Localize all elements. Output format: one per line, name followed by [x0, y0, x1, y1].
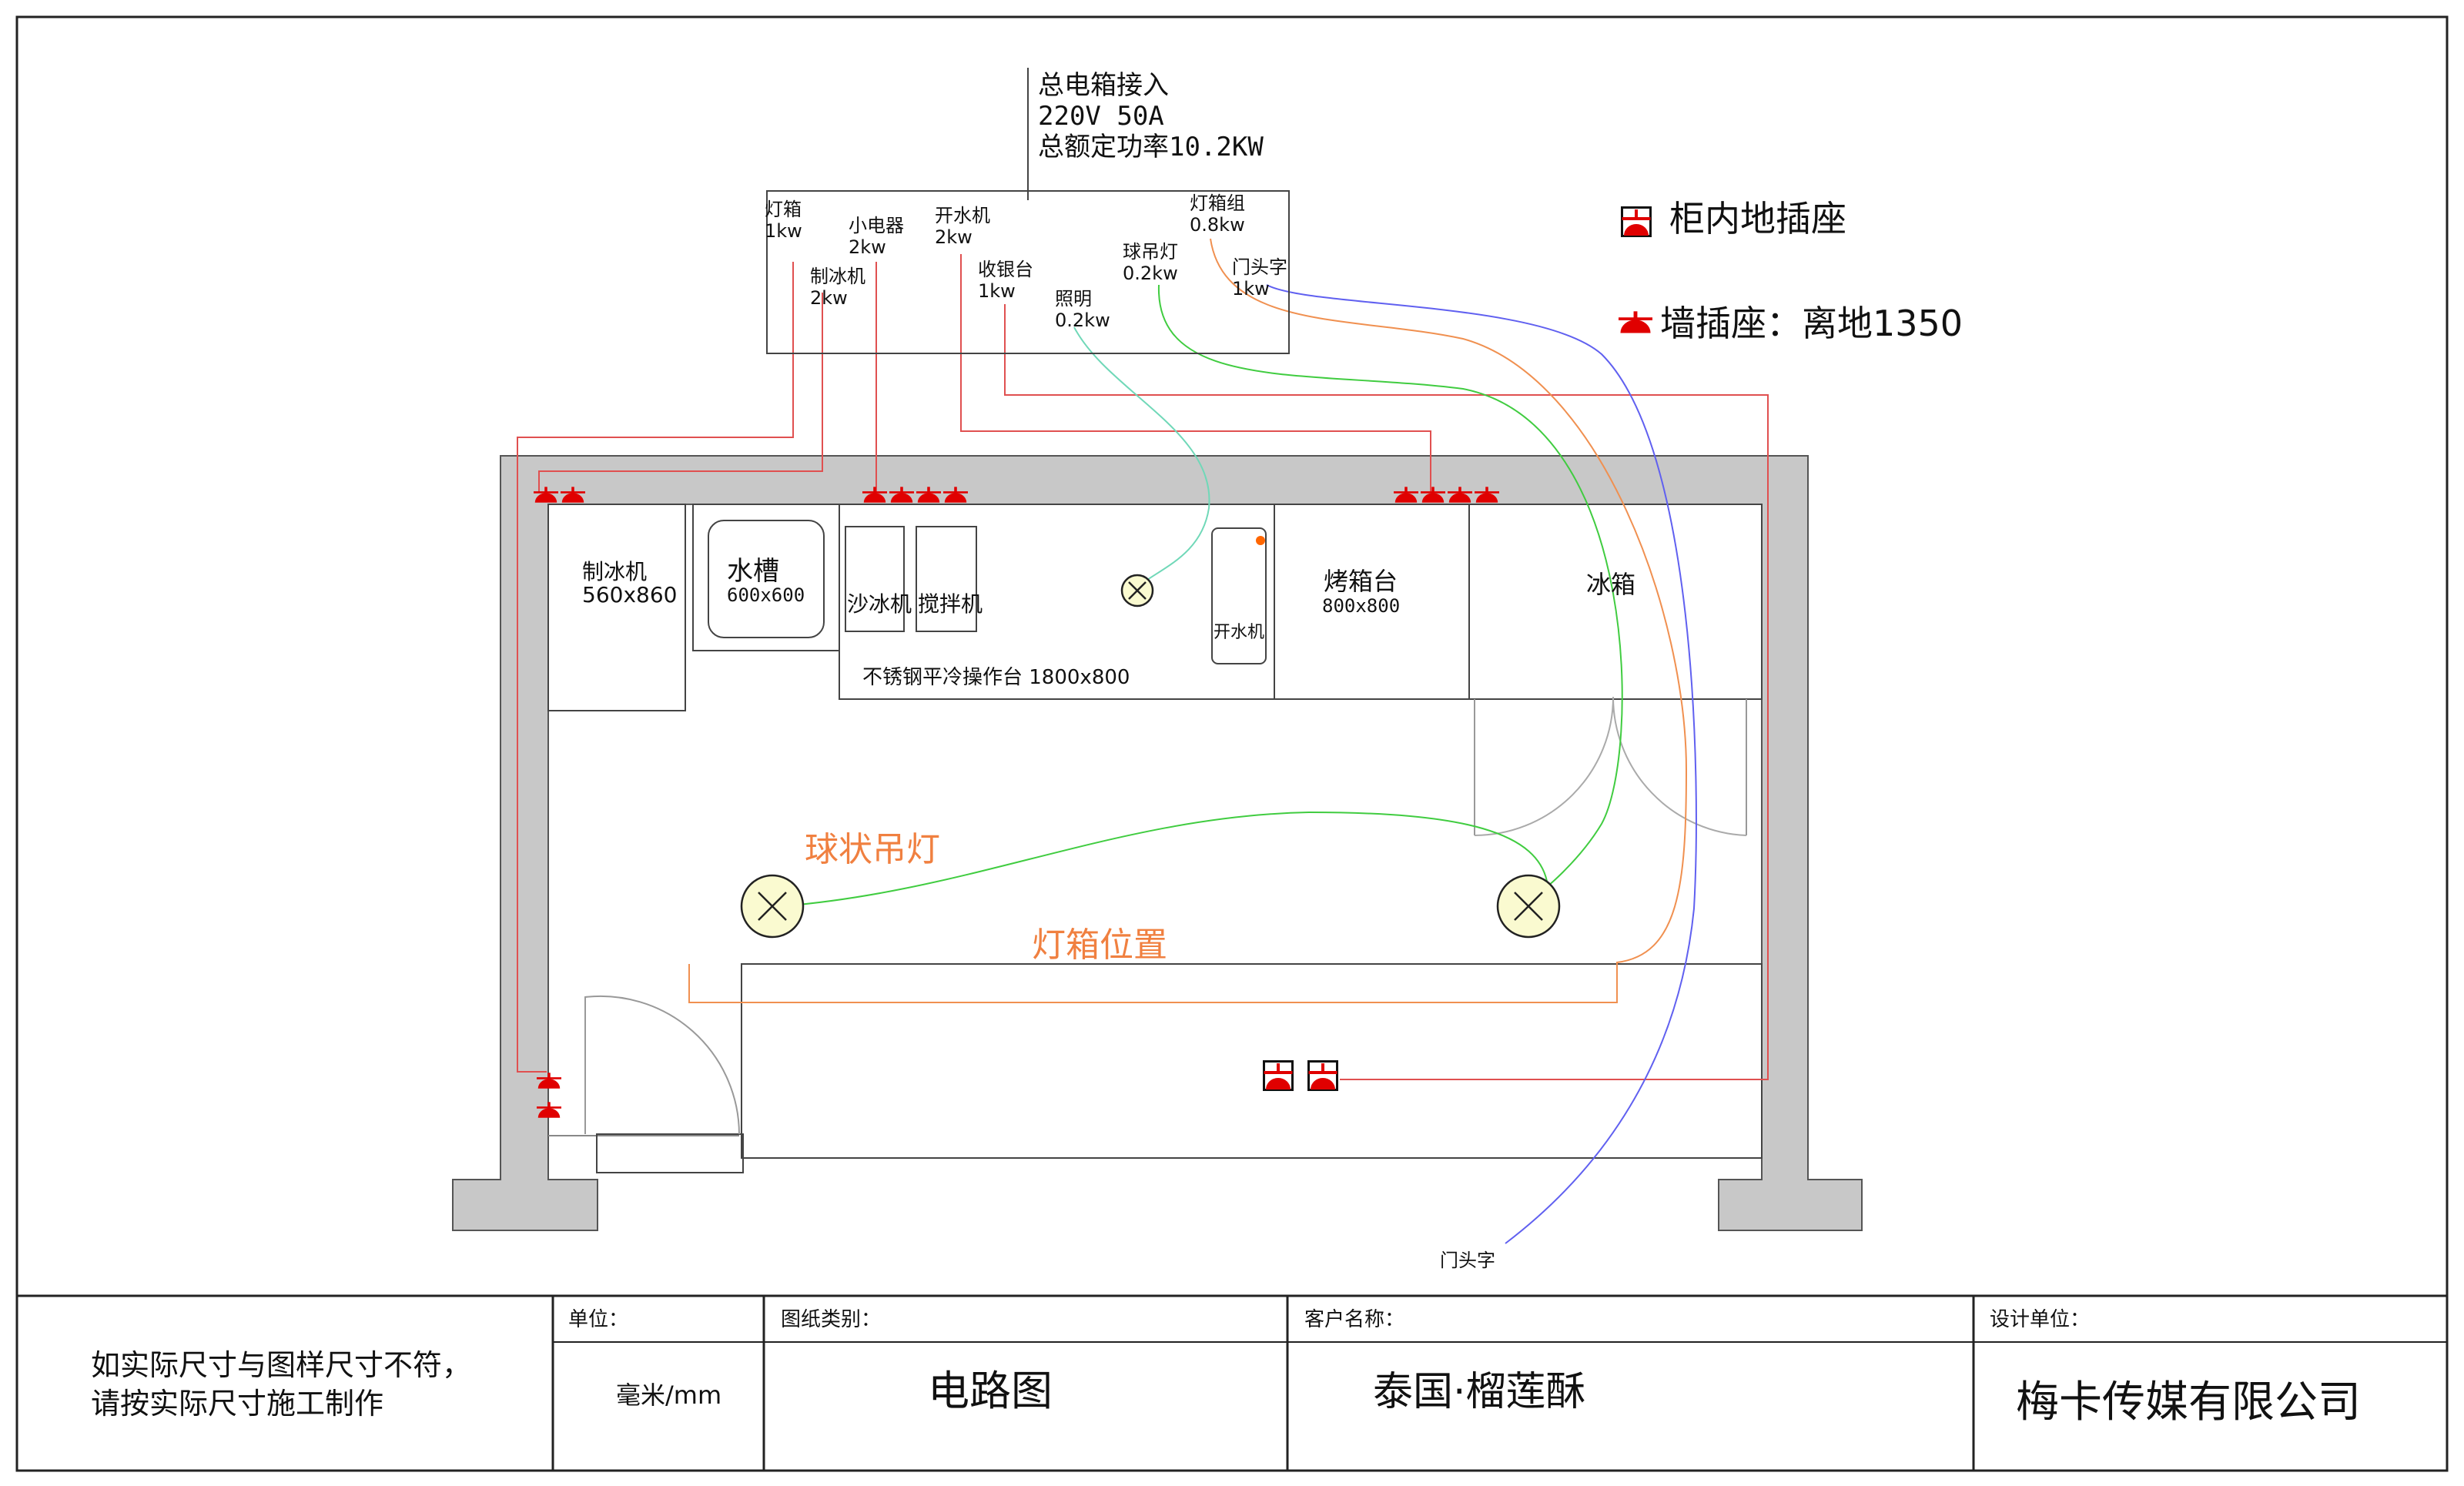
wire-door-sign: [1266, 284, 1697, 1244]
circuit-power: 0.2kw: [1055, 310, 1110, 331]
lightbox-counter: [741, 963, 1763, 1159]
wire-lightbox: [517, 262, 794, 1073]
main-box-voltage: 220V 50A: [1038, 101, 1164, 132]
ice-machine-outline: [547, 504, 686, 711]
note-line-2: 请按实际尺寸施工制作: [91, 1387, 383, 1421]
legend-wall-socket: 墙插座：离地1350: [1660, 303, 1963, 344]
circuit-name: 开水机: [935, 205, 990, 226]
circuit-name: 门头字: [1232, 256, 1287, 278]
floor-socket-icon: [1263, 1060, 1294, 1091]
ice-machine-size: 560x860: [582, 582, 677, 607]
client-label: 客户名称：: [1304, 1308, 1404, 1331]
circuit-labels: 灯箱 1kw 制冰机 2kw 小电器 2kw 开水机 2kw 收银台 1kw 照…: [765, 192, 1287, 331]
water-boiler-label: 开水机: [1214, 623, 1264, 642]
smoothie-outline: [845, 526, 905, 632]
equipment-outlines: [547, 504, 1763, 1173]
boiler-indicator-dot: [1256, 536, 1265, 545]
unit-label: 单位：: [568, 1308, 628, 1331]
legend-floor-socket: 柜内地插座: [1669, 198, 1846, 239]
circuit-name: 球吊灯: [1123, 241, 1178, 263]
wire-cashier: [1004, 304, 1769, 1080]
client-value: 泰国·榴莲酥: [1373, 1369, 1586, 1415]
designer-value: 梅卡传媒有限公司: [2016, 1377, 2361, 1427]
blender-outline: [916, 526, 977, 632]
drawing-type-value: 电路图: [928, 1367, 1053, 1415]
circuit-name: 收银台: [978, 259, 1033, 280]
designer-label: 设计单位：: [1990, 1308, 2090, 1331]
door-sign-annotation: 门头字: [1440, 1250, 1495, 1271]
circuit-name: 制冰机: [810, 266, 865, 287]
counter-label: 不锈钢平冷操作台 1800x800: [862, 666, 1130, 689]
wall-socket-legend-icon: [1619, 311, 1652, 334]
pendant-lamp-annotation: 球状吊灯: [805, 830, 940, 869]
main-box-title: 总电箱接入: [1038, 70, 1169, 101]
floor-socket-legend-icon: [1621, 206, 1652, 237]
unit-value: 毫米/mm: [616, 1381, 721, 1410]
circuit-power: 1kw: [765, 220, 802, 242]
circuit-power: 2kw: [849, 236, 886, 258]
circuit-power: 2kw: [935, 226, 973, 248]
ice-machine-name: 制冰机: [582, 559, 647, 584]
circuit-power: 0.8kw: [1190, 214, 1245, 236]
circuit-name: 小电器: [849, 215, 904, 236]
fridge-outline: [1468, 504, 1763, 700]
fridge-label: 冰箱: [1586, 570, 1635, 599]
title-block: 如实际尺寸与图样尺寸不符， 请按实际尺寸施工制作 单位： 毫米/mm 图纸类别：…: [17, 1294, 2447, 1471]
sink-name: 水槽: [727, 556, 779, 587]
circuit-power: 1kw: [1232, 278, 1270, 300]
circuit-power: 1kw: [978, 280, 1016, 302]
lightbox-position-annotation: 灯箱位置: [1032, 925, 1167, 965]
wire-lighting: [1073, 326, 1210, 590]
door-leaf: [596, 1133, 744, 1173]
main-box-total-power: 总额定功率10.2KW: [1038, 132, 1264, 162]
circuit-name: 灯箱组: [1190, 192, 1245, 214]
floor-socket-icon: [1307, 1060, 1338, 1091]
equipment-labels: 制冰机 560x860 水槽 600x600 沙冰机 搅拌机 不锈钢平冷操作台 …: [582, 556, 1635, 689]
smoothie-label: 沙冰机: [847, 591, 912, 617]
wire-lightbox-group: [688, 238, 1688, 1003]
light-fixtures: [740, 574, 1561, 939]
wire-pendant-lamp: [771, 284, 1623, 908]
sink-bowl: [708, 520, 825, 638]
wires: [517, 238, 1769, 1244]
circuit-name: 灯箱: [765, 199, 802, 220]
oven-size: 800x800: [1322, 595, 1400, 617]
wire-ice-machine: [538, 293, 823, 493]
water-boiler-outline: [1211, 527, 1267, 664]
note-line-1: 如实际尺寸与图样尺寸不符，: [91, 1348, 471, 1382]
wire-water-boiler: [960, 254, 1431, 493]
circuit-power: 2kw: [810, 287, 848, 309]
drawing-type-label: 图纸类别：: [781, 1308, 881, 1331]
circuit-power: 0.2kw: [1123, 263, 1178, 284]
drawing-frame: [15, 15, 2449, 1472]
sink-size: 600x600: [727, 584, 805, 606]
circuit-name: 照明: [1055, 288, 1092, 310]
oven-name: 烤箱台: [1324, 567, 1398, 596]
blender-label: 搅拌机: [918, 591, 983, 617]
